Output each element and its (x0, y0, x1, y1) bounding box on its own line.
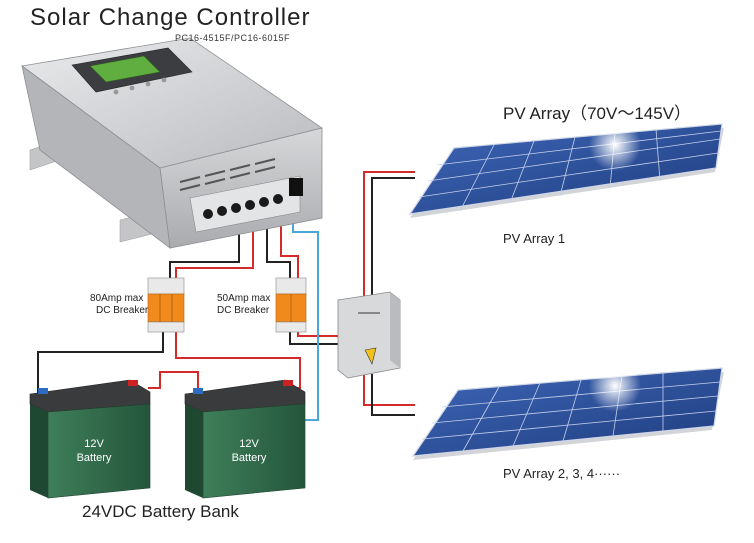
battery-2-label: Battery (231, 452, 267, 464)
model-number: PC16-4515F/PC16-6015F (175, 33, 291, 43)
pv-breaker-rating: 50Amp max (217, 293, 271, 304)
battery-bank-label: 24VDC Battery Bank (82, 502, 239, 521)
charge-controller (21, 37, 323, 249)
pv-panel-2 (411, 360, 724, 460)
combiner-box (337, 291, 401, 379)
battery-breaker-rating: 80Amp max (90, 293, 144, 304)
diagram-title: Solar Change Controller (30, 4, 311, 31)
battery-1-label: Battery (76, 452, 112, 464)
battery-1 (29, 379, 151, 499)
pv-array-voltage-label: PV Array（70V～145V） (503, 104, 692, 123)
battery-1-voltage: 12V (84, 438, 104, 450)
breaker-80a (147, 277, 185, 333)
battery-2-voltage: 12V (239, 438, 259, 450)
pv-array-1-label: PV Array 1 (503, 231, 566, 246)
pv-panel-1 (408, 119, 724, 218)
pv-breaker-type: DC Breaker (217, 305, 270, 316)
battery-breaker-type: DC Breaker (96, 305, 149, 316)
breaker-50a (275, 277, 307, 333)
pv-array-2-label: PV Array 2, 3, 4······ (503, 466, 621, 481)
battery-2 (184, 379, 306, 499)
